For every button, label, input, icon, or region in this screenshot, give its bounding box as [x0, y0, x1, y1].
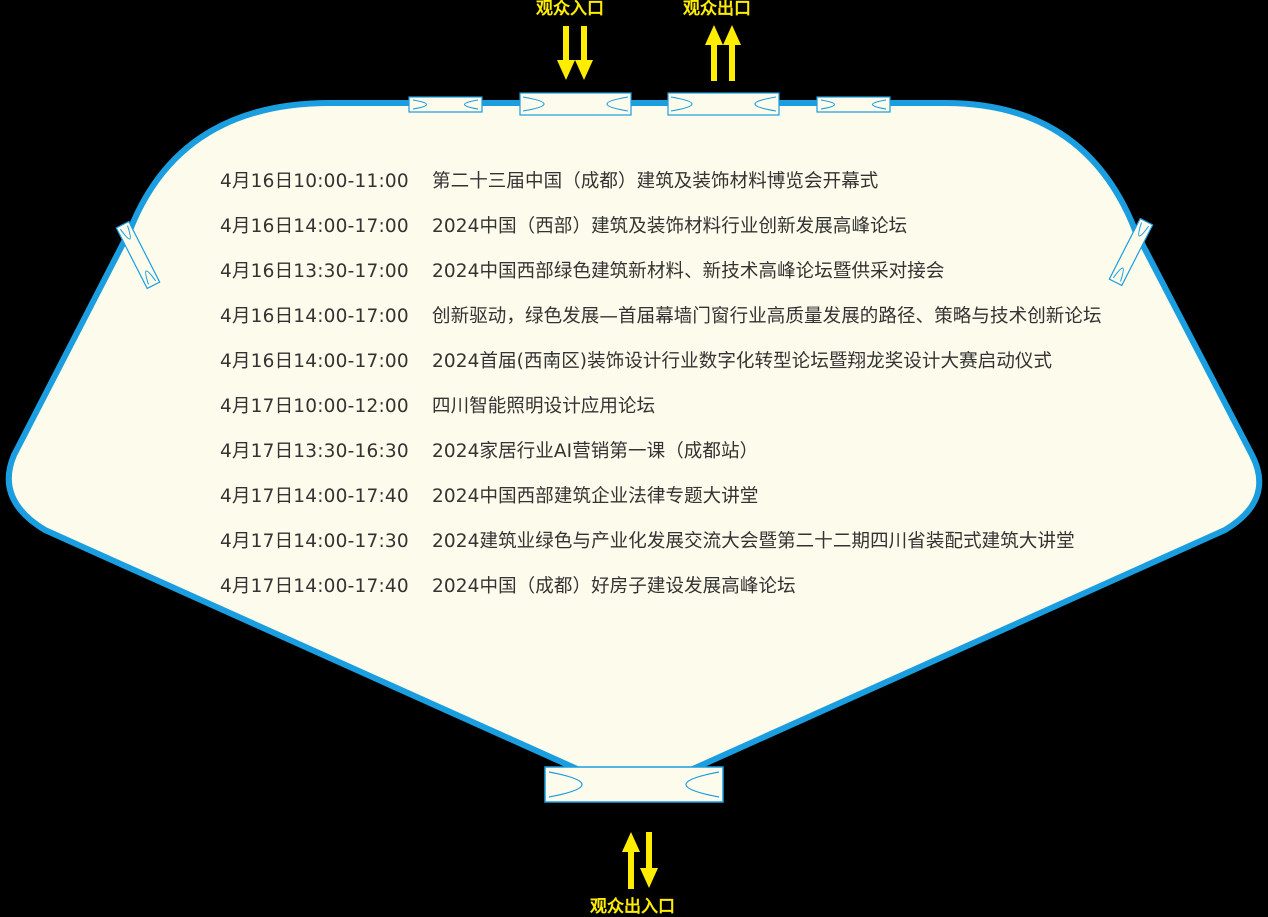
entrance-arrows-icon	[557, 26, 593, 80]
event-time: 4月16日14:00-17:00	[220, 351, 409, 372]
event-time: 4月17日14:00-17:40	[220, 576, 409, 597]
schedule-row: 4月17日14:00-17:40 2024中国西部建筑企业法律专题大讲堂	[220, 483, 1180, 528]
door-top-1	[408, 96, 483, 113]
event-time: 4月16日10:00-11:00	[220, 171, 409, 192]
schedule-row: 4月17日14:00-17:30 2024建筑业绿色与产业化发展交流大会暨第二十…	[220, 528, 1180, 573]
event-title: 2024中国西部绿色建筑新材料、新技术高峰论坛暨供采对接会	[432, 261, 945, 282]
entrance-exit-label: 观众出入口	[590, 897, 675, 917]
schedule-row: 4月16日14:00-17:00 创新驱动，绿色发展—首届幕墙门窗行业高质量发展…	[220, 303, 1180, 348]
event-title: 2024中国（成都）好房子建设发展高峰论坛	[432, 576, 796, 597]
schedule-row: 4月16日13:30-17:00 2024中国西部绿色建筑新材料、新技术高峰论坛…	[220, 258, 1180, 303]
event-time: 4月16日14:00-17:00	[220, 306, 409, 327]
door-right-side	[1108, 217, 1154, 287]
event-title: 2024建筑业绿色与产业化发展交流大会暨第二十二期四川省装配式建筑大讲堂	[432, 531, 1075, 552]
event-time: 4月16日13:30-17:00	[220, 261, 409, 282]
event-title: 2024首届(西南区)装饰设计行业数字化转型论坛暨翔龙奖设计大赛启动仪式	[432, 351, 1053, 372]
exit-arrows-icon	[705, 25, 741, 81]
schedule-row: 4月16日14:00-17:00 2024中国（西部）建筑及装饰材料行业创新发展…	[220, 213, 1180, 258]
event-time: 4月17日10:00-12:00	[220, 396, 409, 417]
schedule-row: 4月17日14:00-17:40 2024中国（成都）好房子建设发展高峰论坛	[220, 573, 1180, 618]
event-title: 四川智能照明设计应用论坛	[432, 396, 656, 417]
event-title: 创新驱动，绿色发展—首届幕墙门窗行业高质量发展的路径、策略与技术创新论坛	[432, 306, 1102, 327]
event-time: 4月16日14:00-17:00	[220, 216, 409, 237]
event-title: 2024中国西部建筑企业法律专题大讲堂	[432, 486, 759, 507]
schedule-row: 4月16日10:00-11:00 第二十三届中国（成都）建筑及装饰材料博览会开幕…	[220, 168, 1180, 213]
entrance-label: 观众入口	[536, 0, 604, 19]
event-title: 2024中国（西部）建筑及装饰材料行业创新发展高峰论坛	[432, 216, 908, 237]
door-top-4	[816, 96, 891, 113]
event-time: 4月17日13:30-16:30	[220, 441, 409, 462]
hall-outline	[5, 100, 1263, 798]
exit-label: 观众出口	[683, 0, 751, 19]
event-schedule: 4月16日10:00-11:00 第二十三届中国（成都）建筑及装饰材料博览会开幕…	[220, 168, 1180, 618]
door-top-exit	[667, 92, 780, 116]
schedule-row: 4月17日13:30-16:30 2024家居行业AI营销第一课（成都站）	[220, 438, 1180, 483]
schedule-row: 4月17日10:00-12:00 四川智能照明设计应用论坛	[220, 393, 1180, 438]
door-bottom	[544, 766, 724, 803]
event-title: 2024家居行业AI营销第一课（成都站）	[432, 441, 759, 462]
event-time: 4月17日14:00-17:40	[220, 486, 409, 507]
schedule-row: 4月16日14:00-17:00 2024首届(西南区)装饰设计行业数字化转型论…	[220, 348, 1180, 393]
entrance-exit-arrows-icon	[622, 832, 658, 889]
event-title: 第二十三届中国（成都）建筑及装饰材料博览会开幕式	[432, 171, 879, 192]
event-time: 4月17日14:00-17:30	[220, 531, 409, 552]
door-left-side	[115, 220, 161, 290]
door-top-entrance	[519, 92, 632, 116]
